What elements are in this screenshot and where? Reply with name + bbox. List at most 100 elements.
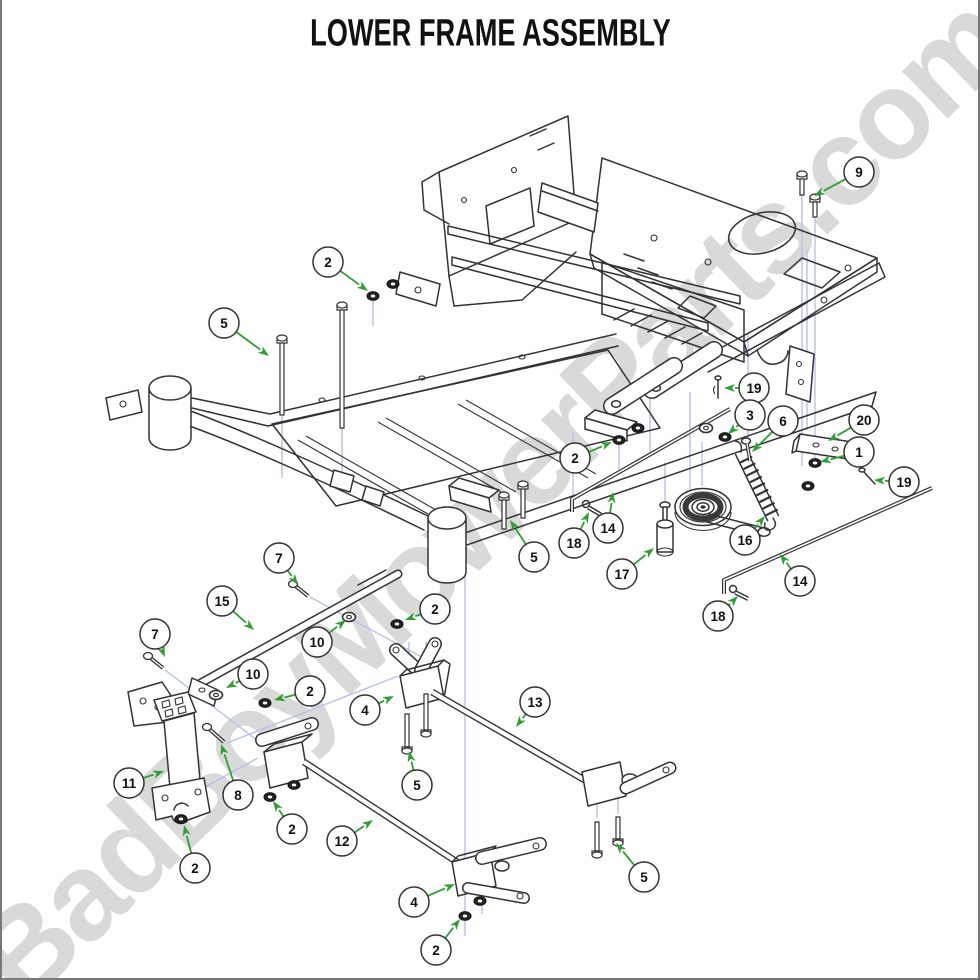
- callout-5[interactable]: 5: [510, 520, 550, 573]
- callout-2[interactable]: 2: [559, 442, 612, 474]
- callout-18[interactable]: 18: [558, 512, 590, 559]
- leader-line: [830, 454, 845, 461]
- callout-8[interactable]: 8: [220, 744, 254, 811]
- callout-balloon[interactable]: [767, 405, 799, 437]
- callout-balloon[interactable]: [784, 565, 816, 597]
- callout-balloon[interactable]: [237, 658, 269, 690]
- callout-balloon[interactable]: [179, 852, 211, 884]
- callout-balloon[interactable]: [401, 769, 433, 801]
- arrowhead-icon: [382, 696, 394, 705]
- callout-balloon[interactable]: [558, 527, 590, 559]
- callout-balloon[interactable]: [848, 404, 880, 436]
- callout-17[interactable]: 17: [606, 548, 654, 590]
- callout-number: 2: [432, 943, 440, 958]
- callout-19[interactable]: 19: [724, 372, 770, 404]
- cotter-pin-18a: [581, 499, 602, 517]
- callout-balloon[interactable]: [294, 675, 326, 707]
- callout-balloon[interactable]: [702, 600, 734, 632]
- callout-5[interactable]: 5: [208, 307, 269, 356]
- callout-number: 17: [614, 567, 629, 582]
- callout-4[interactable]: 4: [349, 694, 394, 726]
- callout-balloon[interactable]: [559, 442, 591, 474]
- callout-2[interactable]: 2: [179, 825, 211, 884]
- bolt: [809, 193, 821, 218]
- fastener-hardware: [142, 170, 822, 921]
- leader-line: [609, 502, 613, 514]
- callout-2[interactable]: 2: [273, 801, 308, 845]
- flange-nut: [631, 423, 645, 433]
- flange-nut: [801, 481, 815, 491]
- callout-1[interactable]: 1: [820, 436, 875, 468]
- callout-18[interactable]: 18: [702, 596, 738, 632]
- callout-balloon[interactable]: [301, 626, 333, 658]
- callout-2[interactable]: 2: [420, 919, 460, 966]
- callout-5[interactable]: 5: [616, 843, 660, 893]
- hanger-channel-brackets: [448, 409, 638, 513]
- bellcrank-mid: [255, 717, 319, 789]
- leader-line: [427, 887, 446, 897]
- callout-2[interactable]: 2: [274, 675, 326, 707]
- callout-balloon[interactable]: [276, 813, 308, 845]
- callout-7[interactable]: 7: [263, 542, 298, 585]
- callout-20[interactable]: 20: [828, 404, 880, 441]
- leader-line: [521, 713, 527, 719]
- callout-balloon[interactable]: [206, 585, 238, 617]
- callout-balloon[interactable]: [113, 767, 145, 799]
- callout-balloon[interactable]: [312, 246, 344, 278]
- callout-11[interactable]: 11: [113, 767, 164, 799]
- callout-number: 19: [746, 381, 761, 396]
- callout-2[interactable]: 2: [312, 246, 368, 291]
- callout-balloon[interactable]: [628, 861, 660, 893]
- callout-13[interactable]: 13: [516, 686, 551, 727]
- callout-number: 16: [737, 533, 753, 548]
- leader-line: [339, 270, 360, 286]
- arrowhead-icon: [724, 384, 735, 392]
- callout-2[interactable]: 2: [405, 593, 451, 625]
- callout-9[interactable]: 9: [814, 156, 875, 196]
- callout-balloon[interactable]: [420, 934, 452, 966]
- frame-deck-plate: [589, 157, 886, 373]
- arrowhead-icon: [607, 492, 616, 504]
- callout-19[interactable]: 19: [874, 466, 920, 498]
- callout-balloon[interactable]: [222, 779, 254, 811]
- callout-balloon[interactable]: [398, 886, 430, 918]
- callout-balloon[interactable]: [519, 686, 551, 718]
- callout-10[interactable]: 10: [301, 620, 346, 658]
- callout-6[interactable]: 6: [752, 405, 799, 452]
- callout-14[interactable]: 14: [592, 492, 624, 544]
- callout-4[interactable]: 4: [398, 884, 455, 918]
- rod-13: [430, 688, 604, 794]
- bolt: [498, 491, 510, 530]
- callout-balloon[interactable]: [843, 436, 875, 468]
- callout-7[interactable]: 7: [139, 618, 171, 657]
- callout-3[interactable]: 3: [728, 399, 766, 434]
- callout-balloon[interactable]: [592, 512, 624, 544]
- leader-line: [759, 430, 774, 445]
- callout-number: 15: [214, 594, 230, 609]
- callout-balloon[interactable]: [263, 542, 295, 574]
- callout-5[interactable]: 5: [401, 751, 433, 801]
- flange-nut: [612, 435, 626, 445]
- callout-balloon[interactable]: [349, 694, 381, 726]
- tension-rods: [570, 407, 933, 594]
- arrowhead-icon: [820, 455, 832, 464]
- callout-12[interactable]: 12: [326, 820, 373, 857]
- callout-balloon[interactable]: [326, 825, 358, 857]
- callout-balloon[interactable]: [734, 399, 766, 431]
- callout-balloon[interactable]: [606, 558, 638, 590]
- callout-balloon[interactable]: [518, 541, 550, 573]
- callout-14[interactable]: 14: [780, 554, 816, 597]
- callout-balloon[interactable]: [843, 156, 875, 188]
- callout-balloon[interactable]: [139, 618, 171, 650]
- callout-15[interactable]: 15: [206, 585, 254, 630]
- callout-balloon[interactable]: [888, 466, 920, 498]
- callout-balloon[interactable]: [419, 593, 451, 625]
- callout-16[interactable]: 16: [729, 516, 765, 556]
- projection-lines: [164, 192, 816, 936]
- callout-10[interactable]: 10: [226, 658, 269, 690]
- callout-balloon[interactable]: [729, 524, 761, 556]
- callout-balloon[interactable]: [208, 307, 240, 339]
- leader-line: [515, 528, 527, 545]
